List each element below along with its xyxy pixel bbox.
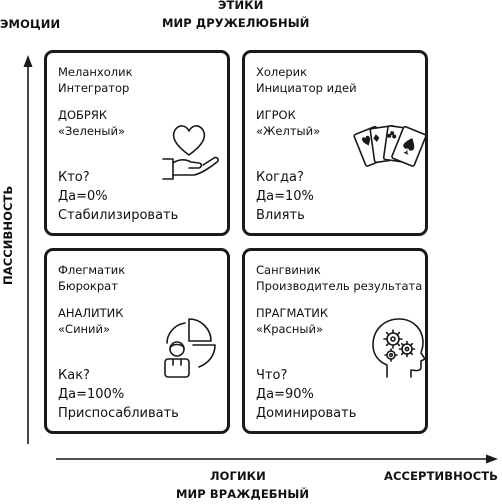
- action-label: Влиять: [256, 208, 305, 223]
- action-label: Приспосабливать: [58, 406, 179, 421]
- role-label: Интегратор: [58, 81, 130, 95]
- color-label: «Желтый»: [256, 124, 321, 138]
- question-label: Как?: [58, 368, 90, 383]
- head-gears-icon: [372, 318, 426, 378]
- bottom-axis-label-1: ЛОГИКИ: [210, 469, 266, 483]
- color-label: «Красный»: [256, 322, 323, 336]
- role-label: Бюрократ: [58, 279, 118, 293]
- assertiveness-label: АССЕРТИВНОСТЬ: [384, 469, 499, 483]
- yes-percent-label: Да=90%: [256, 387, 314, 402]
- emotions-label: ЭМОЦИИ: [0, 17, 61, 31]
- type-code-label: ПРАГМАТИК: [256, 306, 329, 320]
- temperament-label: Холерик: [256, 65, 308, 79]
- vertical-axis-arrowhead: [23, 55, 33, 67]
- yes-percent-label: Да=0%: [58, 189, 108, 204]
- horizontal-axis-arrowhead: [486, 454, 498, 464]
- color-label: «Зеленый»: [58, 124, 126, 138]
- temperament-label: Сангвиник: [256, 263, 321, 277]
- hand-heart-icon: [162, 125, 220, 180]
- type-code-label: АНАЛИТИК: [58, 306, 124, 320]
- question-label: Что?: [256, 368, 288, 383]
- color-label: «Синий»: [58, 322, 111, 336]
- type-code-label: ДОБРЯК: [58, 108, 108, 122]
- action-label: Стабилизировать: [58, 208, 179, 223]
- yes-percent-label: Да=10%: [256, 189, 314, 204]
- type-code-label: ИГРОК: [256, 108, 296, 122]
- question-label: Кто?: [58, 170, 90, 185]
- quadrant-bottom-left: Флегматик Бюрократ АНАЛИТИК «Синий» Как?…: [44, 248, 230, 434]
- top-axis-label-2: МИР ДРУЖЕЛЮБНЫЙ: [162, 16, 310, 30]
- quadrant-top-right: Холерик Инициатор идей ИГРОК «Желтый» Ко…: [242, 50, 428, 236]
- yes-percent-label: Да=100%: [58, 387, 125, 402]
- role-label: Производитель результата: [256, 279, 423, 293]
- top-axis-label-1: ЭТИКИ: [218, 0, 264, 12]
- playing-cards-icon: [353, 125, 425, 167]
- bottom-axis-label-2: МИР ВРАЖДЕБНЫЙ: [176, 487, 310, 501]
- quadrant-top-left: Меланхолик Интегратор ДОБРЯК «Зеленый» К…: [44, 50, 230, 236]
- person-pie-chart-icon: [164, 318, 216, 378]
- action-label: Доминировать: [256, 406, 357, 421]
- temperament-label: Меланхолик: [58, 65, 133, 79]
- quadrant-bottom-right: Сангвиник Производитель результата ПРАГМ…: [242, 248, 428, 434]
- temperament-label: Флегматик: [58, 263, 126, 277]
- question-label: Когда?: [256, 170, 304, 185]
- role-label: Инициатор идей: [256, 81, 357, 95]
